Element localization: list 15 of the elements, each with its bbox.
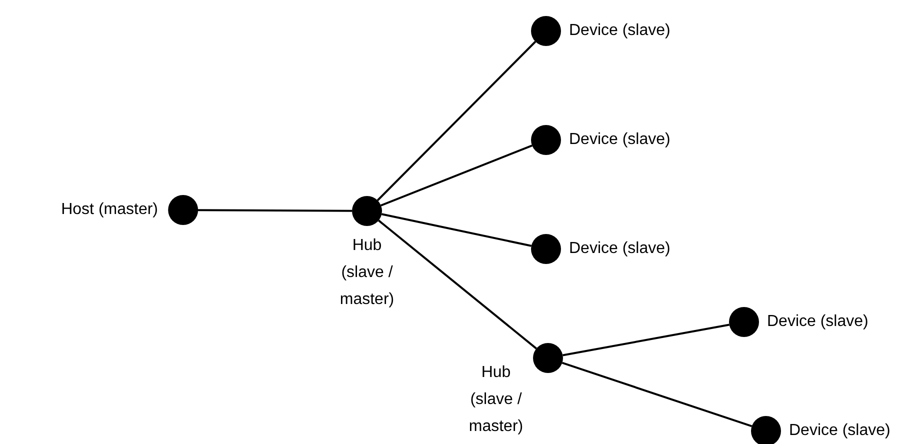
- node-label: Device (slave): [569, 130, 670, 150]
- connector-line: [562, 362, 752, 428]
- node-label: Device (slave): [569, 21, 670, 41]
- connector-line: [562, 324, 730, 356]
- connector-line: [198, 209, 352, 212]
- connector-line: [378, 220, 537, 350]
- node-label: Device (slave): [767, 312, 868, 332]
- connector-line: [376, 40, 536, 202]
- node-label: Hub (slave / master): [338, 236, 396, 310]
- connector-line: [381, 213, 532, 247]
- connector-line: [380, 144, 532, 206]
- node-label: Device (slave): [789, 421, 890, 441]
- node-label: Hub (slave / master): [468, 363, 524, 437]
- node-label: Host (master): [61, 200, 158, 220]
- node-label: Device (slave): [569, 239, 670, 259]
